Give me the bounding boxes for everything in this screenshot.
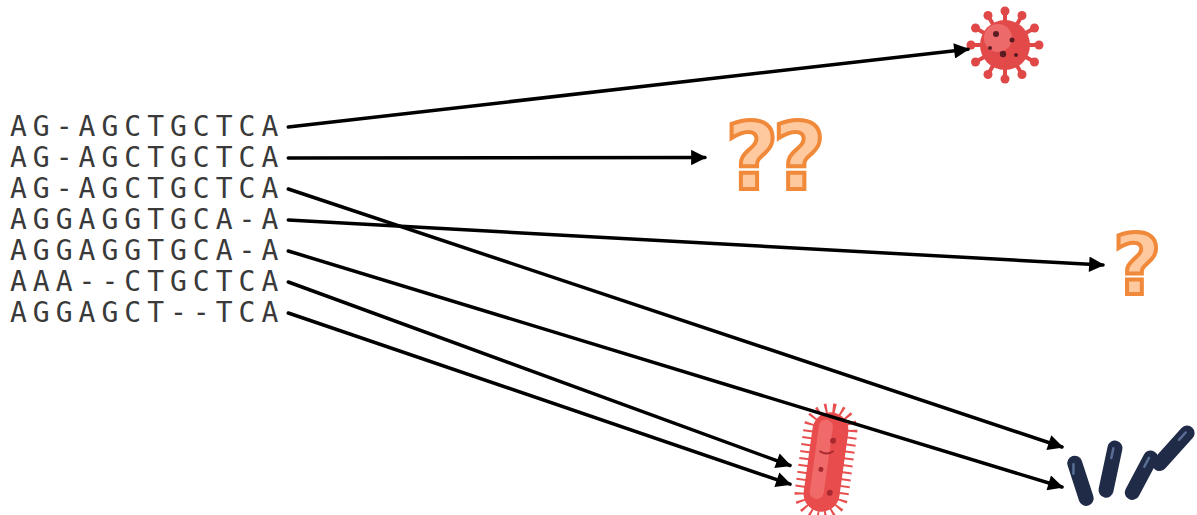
rod-bacteria-node bbox=[1062, 415, 1197, 515]
sequence-text: AG-AGCTGCTCA bbox=[10, 111, 284, 143]
question-mark: ? bbox=[1113, 216, 1162, 314]
sequence-read: AG-AGCTGCTCA bbox=[10, 142, 284, 174]
assignment-arrow bbox=[288, 282, 790, 466]
question-mark: ?? bbox=[725, 104, 820, 211]
assignment-arrow bbox=[288, 189, 1062, 447]
sequence-text: AGGAGGTGCA-A bbox=[10, 235, 284, 267]
sequence-text: AGGAGCT--TCA bbox=[10, 297, 284, 329]
bacterium-node bbox=[790, 405, 860, 515]
sequence-read: AGGAGGTGCA-A bbox=[10, 204, 284, 236]
virus-icon bbox=[967, 7, 1044, 84]
assignment-arrow bbox=[288, 156, 705, 160]
sequence-text: AG-AGCTGCTCA bbox=[10, 173, 284, 205]
sequence-read: AGGAGCT--TCA bbox=[10, 297, 284, 329]
sequence-text: AAA--CTGCTCA bbox=[10, 266, 284, 298]
sequence-read: AG-AGCTGCTCA bbox=[10, 173, 284, 205]
assignment-arrow bbox=[288, 49, 968, 127]
rod-bacteria-icon bbox=[1065, 423, 1197, 508]
sequence-read: AAA--CTGCTCA bbox=[10, 266, 284, 298]
assignment-arrow bbox=[288, 220, 1103, 265]
sequence-text: AGGAGGTGCA-A bbox=[10, 204, 284, 236]
bacterium-icon bbox=[799, 408, 853, 515]
sequence-read: AGGAGGTGCA-A bbox=[10, 235, 284, 267]
sequence-text: AG-AGCTGCTCA bbox=[10, 142, 284, 174]
assignment-arrow bbox=[288, 251, 1062, 487]
unknown-taxon: ? bbox=[1103, 215, 1171, 315]
virus-node bbox=[968, 8, 1043, 83]
assignment-arrow bbox=[288, 313, 790, 484]
unknown-taxon: ?? bbox=[705, 100, 840, 215]
sequence-read: AG-AGCTGCTCA bbox=[10, 111, 284, 143]
